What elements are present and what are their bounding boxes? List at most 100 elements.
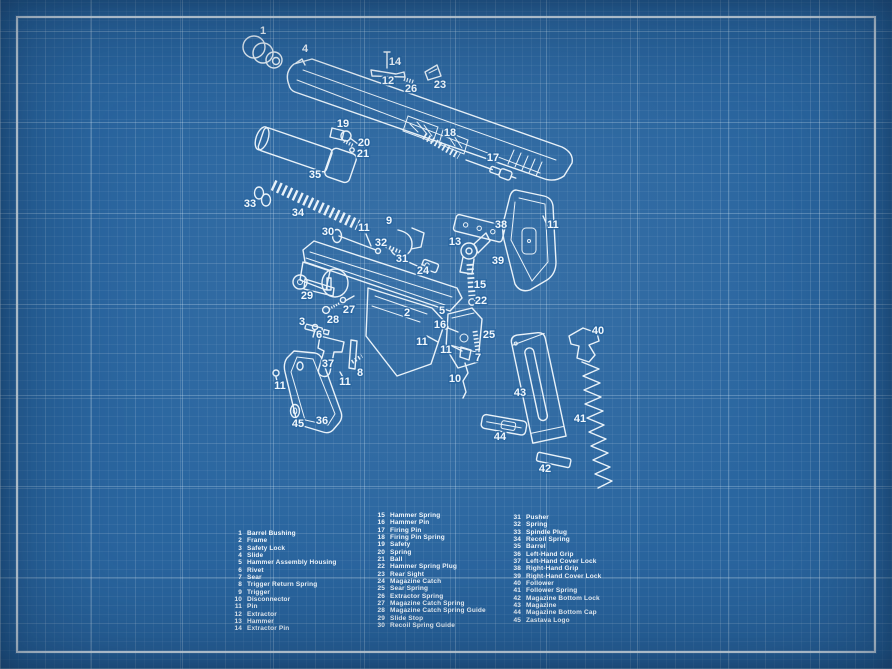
callout-35: 35 (309, 169, 321, 181)
follower-drawing (568, 327, 600, 363)
part-number: 44 (513, 609, 521, 617)
callout-25: 25 (483, 329, 495, 341)
part-name: Pin (247, 603, 258, 611)
callout-28: 28 (327, 314, 339, 326)
part-row: 4 Slide (226, 552, 337, 559)
part-row: 30 Recoil Spring Guide (369, 622, 486, 629)
part-row: 29 Slide Stop (369, 615, 486, 622)
part-number: 39 (513, 572, 521, 580)
callout-40: 40 (592, 325, 604, 337)
spring-32-drawing (385, 244, 401, 254)
part-name: Hammer (247, 618, 274, 626)
part-name: Right-Hand Cover Lock (526, 572, 602, 580)
part-row: 28 Magazine Catch Spring Guide (369, 607, 486, 614)
part-row: 42 Magazine Bottom Lock (505, 595, 601, 602)
part-number: 35 (513, 543, 521, 551)
part-name: Follower (526, 580, 554, 588)
part-name: Extractor Spring (390, 592, 444, 600)
part-number: 41 (513, 587, 521, 595)
part-number: 1 (238, 530, 242, 537)
callout-2: 2 (404, 307, 410, 319)
callout-39: 39 (492, 255, 504, 267)
part-name: Extractor Pin (247, 625, 290, 633)
hammer-spring-drawing (466, 263, 476, 297)
part-name: Hammer Assembly Housing (247, 559, 337, 567)
part-number: 2 (238, 537, 242, 545)
part-name: Recoil Spring Guide (390, 622, 455, 630)
callout-17: 17 (487, 152, 499, 164)
part-row: 19 Safety (369, 541, 486, 548)
part-row: 38 Right-Hand Grip (505, 565, 601, 572)
callout-19: 19 (337, 118, 349, 130)
callout-10: 10 (449, 373, 461, 385)
callout-11b: 11 (547, 219, 559, 231)
left-hand-grip-drawing (283, 350, 343, 434)
part-number: 28 (377, 607, 385, 615)
part-name: Magazine Bottom Cap (526, 609, 597, 617)
barrel-drawing (254, 126, 358, 184)
part-name: Trigger Return Spring (247, 581, 318, 589)
part-number: 15 (377, 512, 385, 519)
part-name: Hammer Spring Plug (390, 563, 457, 571)
part-name: Spring (526, 521, 548, 529)
callout-21: 21 (357, 148, 369, 160)
part-number: 42 (513, 594, 521, 602)
part-number: 6 (238, 566, 242, 574)
safety-lock-drawing (304, 323, 330, 336)
part-row: 22 Hammer Spring Plug (369, 563, 486, 570)
part-name: Trigger (247, 588, 271, 596)
part-name: Safety Lock (247, 544, 286, 552)
callout-32: 32 (375, 237, 387, 249)
callout-29: 29 (301, 290, 313, 302)
part-number: 19 (377, 541, 385, 549)
part-number: 38 (513, 565, 521, 573)
part-row: 16 Hammer Pin (369, 519, 486, 526)
callout-12: 12 (382, 75, 394, 87)
part-name: Right-Hand Grip (526, 565, 579, 573)
callout-36: 36 (316, 415, 328, 427)
part-number: 43 (513, 602, 521, 610)
part-number: 31 (513, 514, 521, 521)
part-row: 13 Hammer (226, 618, 337, 625)
part-number: 33 (513, 528, 521, 536)
part-number: 25 (377, 585, 385, 593)
follower-spring-drawing (581, 361, 613, 489)
part-name: Recoil Spring (526, 536, 570, 544)
pin-drawing-f (451, 345, 463, 352)
callout-38: 38 (495, 219, 507, 231)
part-row: 15 Hammer Spring (369, 512, 486, 519)
part-number: 27 (377, 600, 385, 608)
recoil-spring-guide-drawing (331, 228, 382, 255)
part-row: 34 Recoil Spring (505, 536, 601, 543)
pin-drawing-d (272, 369, 280, 386)
part-row: 43 Magazine (505, 602, 601, 609)
part-number: 20 (377, 548, 385, 556)
part-number: 34 (513, 536, 521, 544)
part-row: 12 Extractor (226, 611, 337, 618)
part-row: 27 Magazine Catch Spring (369, 600, 486, 607)
part-name: Left-Hand Cover Lock (526, 558, 597, 566)
callout-23: 23 (434, 79, 446, 91)
pin-drawing-c (339, 371, 345, 380)
callout-9: 9 (386, 215, 392, 227)
slide-drawing (286, 58, 573, 181)
part-row: 44 Magazine Bottom Cap (505, 609, 601, 616)
right-hand-grip-drawing (502, 189, 557, 292)
part-number: 14 (234, 625, 242, 633)
part-name: Follower Spring (526, 587, 578, 595)
part-name: Rear Sight (390, 570, 425, 578)
callout-45: 45 (292, 418, 304, 430)
part-row: 20 Spring (369, 549, 486, 556)
part-name: Firing Pin Spring (390, 534, 445, 542)
part-row: 39 Right-Hand Cover Lock (505, 573, 601, 580)
pin-drawing-b (542, 215, 549, 228)
part-row: 2 Frame (226, 537, 337, 544)
rivet-drawing (311, 323, 319, 338)
part-name: Magazine Catch (390, 578, 442, 586)
part-number: 37 (513, 558, 521, 566)
part-row: 17 Firing Pin (369, 527, 486, 534)
part-row: 32 Spring (505, 521, 601, 528)
callout-34: 34 (292, 207, 305, 219)
trigger-drawing (390, 227, 425, 257)
